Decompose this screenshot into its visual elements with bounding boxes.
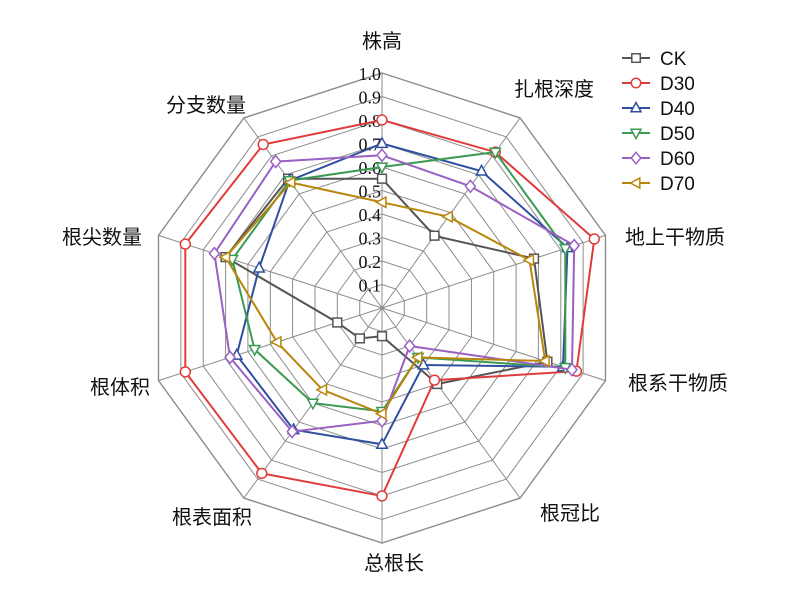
data-point xyxy=(306,398,320,411)
data-point xyxy=(537,354,550,368)
data-point xyxy=(286,424,299,439)
series-line xyxy=(213,154,576,433)
data-point xyxy=(374,407,387,421)
data-point xyxy=(428,374,441,386)
data-point xyxy=(475,163,488,176)
data-point xyxy=(410,350,423,364)
data-point xyxy=(628,176,641,190)
axis-label: 根体积 xyxy=(90,375,150,399)
series-d60 xyxy=(208,148,581,439)
data-point xyxy=(256,467,268,480)
series-d70 xyxy=(218,176,550,421)
data-point xyxy=(403,338,416,354)
data-point xyxy=(179,238,191,250)
axis-label: 株高 xyxy=(362,29,402,53)
data-point xyxy=(179,366,191,378)
legend-item: D30 xyxy=(622,74,695,95)
data-point xyxy=(248,344,262,357)
legend-item: D40 xyxy=(622,99,695,120)
data-point xyxy=(374,195,387,209)
axis-label: 根冠比 xyxy=(540,501,600,525)
series-line xyxy=(224,181,547,416)
legend-label: CK xyxy=(660,49,687,70)
data-point xyxy=(488,147,502,160)
legend-label: D30 xyxy=(660,74,695,95)
axis-label: 分支数量 xyxy=(166,93,246,117)
axis-label: 扎根深度 xyxy=(514,77,594,101)
data-point xyxy=(629,100,643,113)
data-point xyxy=(629,128,643,141)
radial-tick-labels: 0.10.20.30.40.50.60.70.80.91.0 xyxy=(359,64,382,296)
data-point xyxy=(315,383,328,397)
data-point xyxy=(208,246,221,261)
tick-label: 0.8 xyxy=(359,111,382,131)
data-point xyxy=(376,148,388,163)
axis-label: 地上干物质 xyxy=(625,225,725,249)
data-point xyxy=(568,238,581,253)
data-point xyxy=(376,173,388,184)
axis-spoke xyxy=(158,234,383,309)
legend-label: D40 xyxy=(660,99,695,120)
data-point xyxy=(375,437,389,449)
data-point xyxy=(464,179,477,194)
data-point xyxy=(376,114,388,126)
data-point xyxy=(416,357,430,370)
data-point xyxy=(332,317,343,328)
data-point xyxy=(630,151,642,165)
axis-spoke xyxy=(381,307,521,499)
axis-spoke xyxy=(243,117,383,309)
data-point xyxy=(224,350,236,365)
data-point xyxy=(218,250,231,264)
tick-label: 0.2 xyxy=(359,252,382,272)
axis-label: 根系干物质 xyxy=(628,371,728,395)
data-point xyxy=(269,154,282,169)
legend-label: D50 xyxy=(660,124,695,145)
data-point xyxy=(269,335,282,349)
legend-item: D60 xyxy=(622,149,695,170)
data-series xyxy=(179,114,600,502)
data-point xyxy=(558,243,572,256)
data-point xyxy=(566,362,578,377)
tick-label: 1.0 xyxy=(359,64,382,84)
legend-label: D60 xyxy=(660,149,695,170)
data-point xyxy=(354,333,366,344)
tick-label: 0.4 xyxy=(359,205,382,225)
series-line xyxy=(184,118,596,498)
tick-label: 0.1 xyxy=(359,276,382,296)
axis-label: 根表面积 xyxy=(172,505,252,529)
tick-label: 0.3 xyxy=(359,229,382,249)
data-point xyxy=(631,53,642,64)
data-point xyxy=(429,230,440,241)
legend-item: D70 xyxy=(622,174,695,195)
legend-label: D70 xyxy=(660,174,695,195)
data-point xyxy=(630,77,642,89)
data-point xyxy=(588,233,600,245)
data-point xyxy=(283,176,296,189)
data-point xyxy=(376,490,388,502)
axis-label: 总根长 xyxy=(364,551,424,575)
legend-item: D50 xyxy=(622,124,695,145)
data-point xyxy=(522,253,535,267)
data-point xyxy=(375,136,389,149)
tick-label: 0.7 xyxy=(359,135,382,155)
data-point xyxy=(375,162,389,175)
data-point xyxy=(257,138,269,151)
legend-item: CK xyxy=(622,49,687,70)
tick-label: 0.9 xyxy=(359,88,382,108)
data-point xyxy=(441,210,453,224)
axis-label: 根尖数量 xyxy=(62,225,142,249)
data-point xyxy=(376,331,388,342)
axis-spoke xyxy=(158,307,383,382)
tick-label: 0.5 xyxy=(359,182,382,202)
data-point xyxy=(252,260,266,273)
